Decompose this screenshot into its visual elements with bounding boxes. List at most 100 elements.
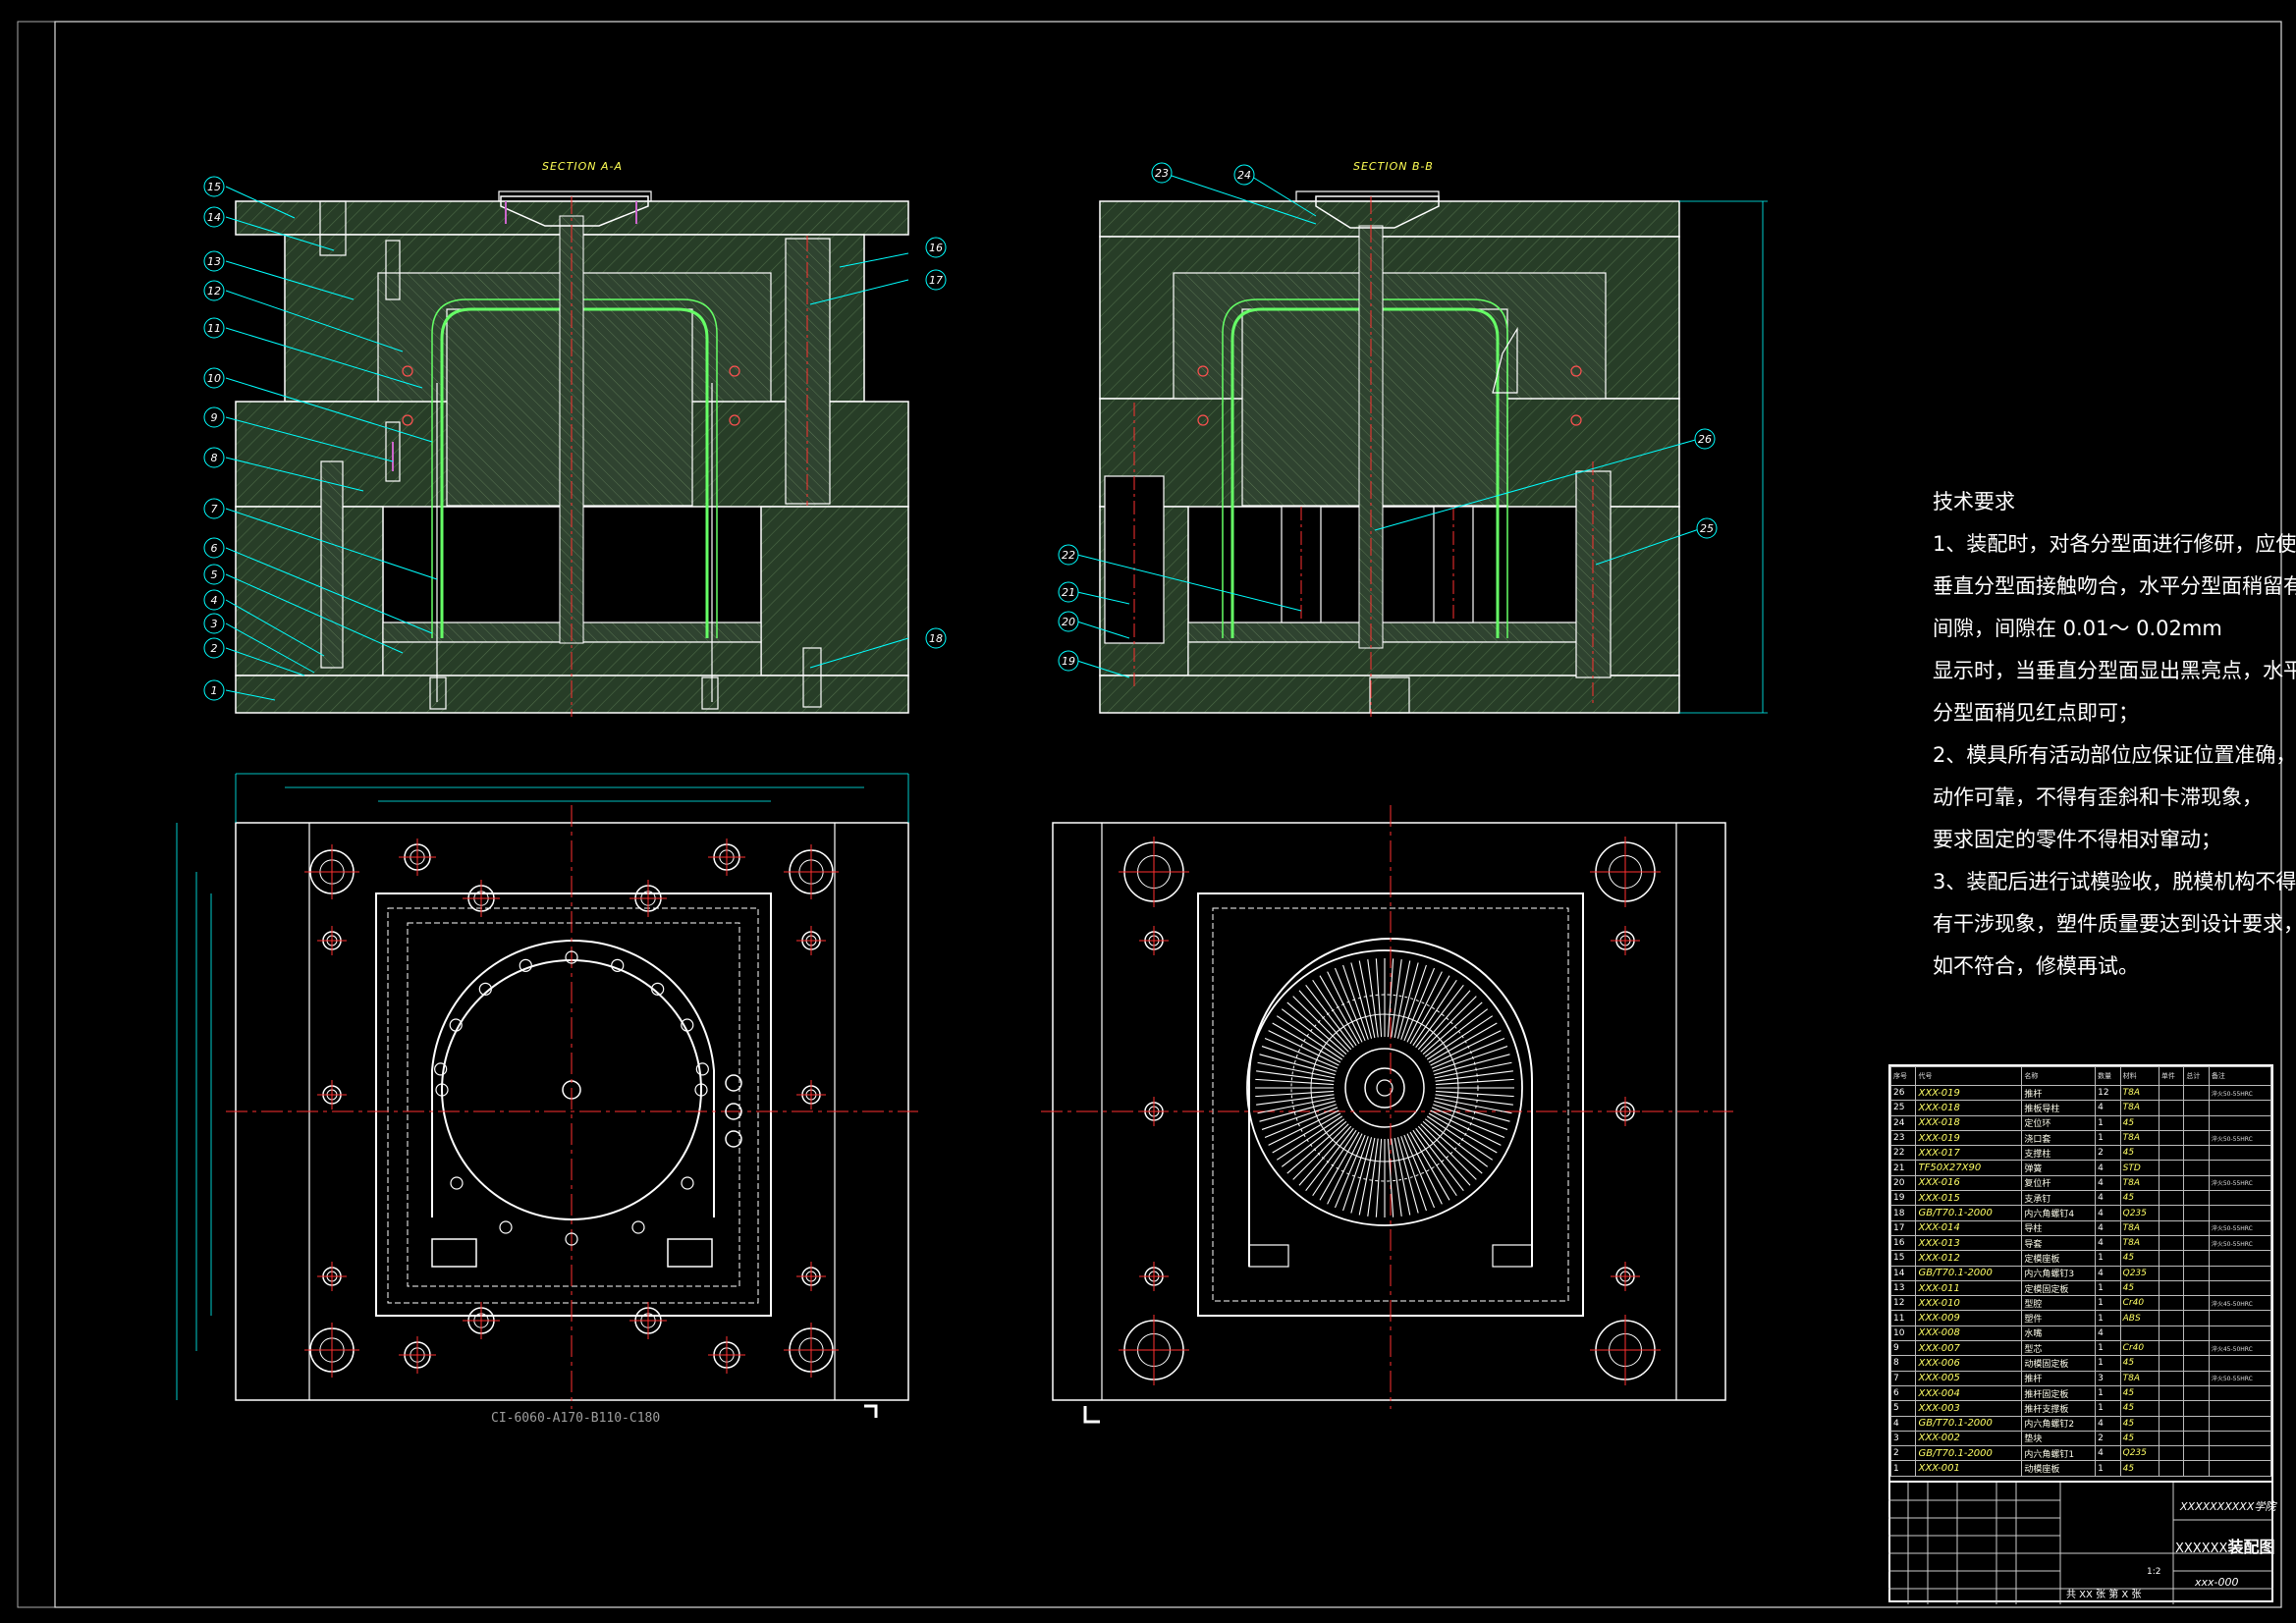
blade [1422, 1001, 1483, 1055]
blade [1327, 1133, 1363, 1205]
bom-qty: 1 [2095, 1355, 2121, 1372]
pin-hole [694, 1083, 708, 1097]
bom-code: XXX-008 [1915, 1325, 2023, 1342]
balloon-number: 7 [211, 503, 218, 515]
scale: 1:2 [2147, 1567, 2161, 1577]
bom-total [2183, 1114, 2210, 1131]
pin-hole [681, 1018, 694, 1032]
bom-material: Q235 [2119, 1265, 2159, 1281]
blade [1406, 1133, 1443, 1205]
balloon: 10 [203, 367, 225, 389]
balloon: 22 [1058, 544, 1079, 566]
blade [1342, 1136, 1369, 1212]
bom-no: 24 [1889, 1114, 1917, 1131]
bom-total [2183, 1279, 2210, 1297]
balloon: 16 [925, 237, 947, 258]
blade [1426, 1015, 1494, 1060]
tech-line: 显示时，当垂直分型面显出黑亮点，水平 [1933, 659, 2296, 682]
bom-material [2119, 1325, 2159, 1342]
bom-material: Q235 [2119, 1205, 2159, 1221]
blade [1430, 1030, 1502, 1066]
tech-line: 如不符合，修模再试。 [1933, 954, 2139, 978]
blade [1433, 1046, 1508, 1072]
bolt-hole [304, 1323, 359, 1378]
bom-code: TF50X27X90 [1915, 1160, 2023, 1176]
bom-qty: 1 [2095, 1340, 2121, 1357]
drawing-title: XXXXXX装配图 [2175, 1534, 2274, 1557]
bom-material: 45 [2119, 1190, 2159, 1207]
bolt-hole [784, 844, 839, 899]
blade [1264, 1037, 1339, 1069]
bom-code: XXX-007 [1915, 1340, 2023, 1357]
balloon-number: 25 [1700, 522, 1714, 535]
blade [1261, 1046, 1337, 1072]
balloon-number: 4 [211, 594, 218, 607]
bom-note: 淬火50-55HRC [2208, 1219, 2272, 1236]
blade [1276, 1115, 1343, 1161]
bom-name: 水嘴 [2021, 1325, 2097, 1342]
bom-material: 45 [2119, 1415, 2159, 1432]
bom-note [2208, 1445, 2272, 1462]
bom-no: 17 [1889, 1219, 1917, 1236]
bom-code: XXX-018 [1915, 1114, 2023, 1131]
bom-no: 10 [1889, 1325, 1917, 1342]
pin-hole [565, 950, 578, 964]
bom-name: 导柱 [2021, 1219, 2097, 1236]
bom-total [2183, 1445, 2210, 1462]
bom-no: 9 [1889, 1340, 1917, 1357]
blade [1375, 1138, 1383, 1217]
bom-header-cell: 数量 [2095, 1066, 2121, 1086]
title-block-grid [1888, 1483, 2273, 1604]
bom-note [2208, 1279, 2272, 1297]
blade [1435, 1094, 1513, 1106]
bolt-hole [796, 1080, 826, 1109]
bolt-hole [317, 1080, 347, 1109]
bom-qty: 3 [2095, 1370, 2121, 1386]
blade [1375, 958, 1383, 1038]
balloon: 2 [203, 637, 225, 659]
tech-line: 动作可靠，不得有歪斜和卡滞现象， [1933, 785, 2263, 809]
bom-name: 垫块 [2021, 1430, 2097, 1447]
tech-line: 2、模具所有活动部位应保证位置准确， [1933, 743, 2296, 767]
pin-hole [725, 1074, 742, 1092]
bom-qty: 4 [2095, 1160, 2121, 1176]
bolt-hole [1119, 837, 1189, 907]
bom-note [2208, 1310, 2272, 1326]
blade [1415, 1127, 1464, 1192]
balloons-section-b [1076, 174, 1703, 678]
blade [1259, 1054, 1336, 1076]
bom-qty: 4 [2095, 1445, 2121, 1462]
plan-view-dimensions [176, 773, 909, 1400]
bolt-hole [796, 1262, 826, 1291]
bom-material: T8A [2119, 1174, 2159, 1192]
blade [1431, 1107, 1505, 1139]
bom-total [2183, 1160, 2210, 1176]
balloon-number: 15 [207, 181, 221, 193]
bom-total [2183, 1310, 2210, 1326]
plastic-part-blades [1255, 958, 1514, 1217]
pin-hole [565, 1232, 578, 1246]
drawing-name: 装配图 [2227, 1538, 2275, 1556]
title-block [1888, 1481, 2273, 1604]
bom-note [2208, 1250, 2272, 1267]
bom-name: 内六角螺钉1 [2021, 1445, 2097, 1462]
bom-material: T8A [2119, 1129, 2159, 1147]
bom-name: 复位杆 [2021, 1174, 2097, 1192]
bom-code: XXX-011 [1915, 1279, 2023, 1297]
blade [1327, 971, 1363, 1043]
bom-qty: 1 [2095, 1400, 2121, 1417]
blade [1435, 1078, 1514, 1086]
bolt-hole [1139, 1262, 1169, 1291]
balloon: 7 [203, 498, 225, 519]
bom-qty: 4 [2095, 1325, 2121, 1342]
bom-code: GB/T70.1-2000 [1915, 1415, 2023, 1432]
